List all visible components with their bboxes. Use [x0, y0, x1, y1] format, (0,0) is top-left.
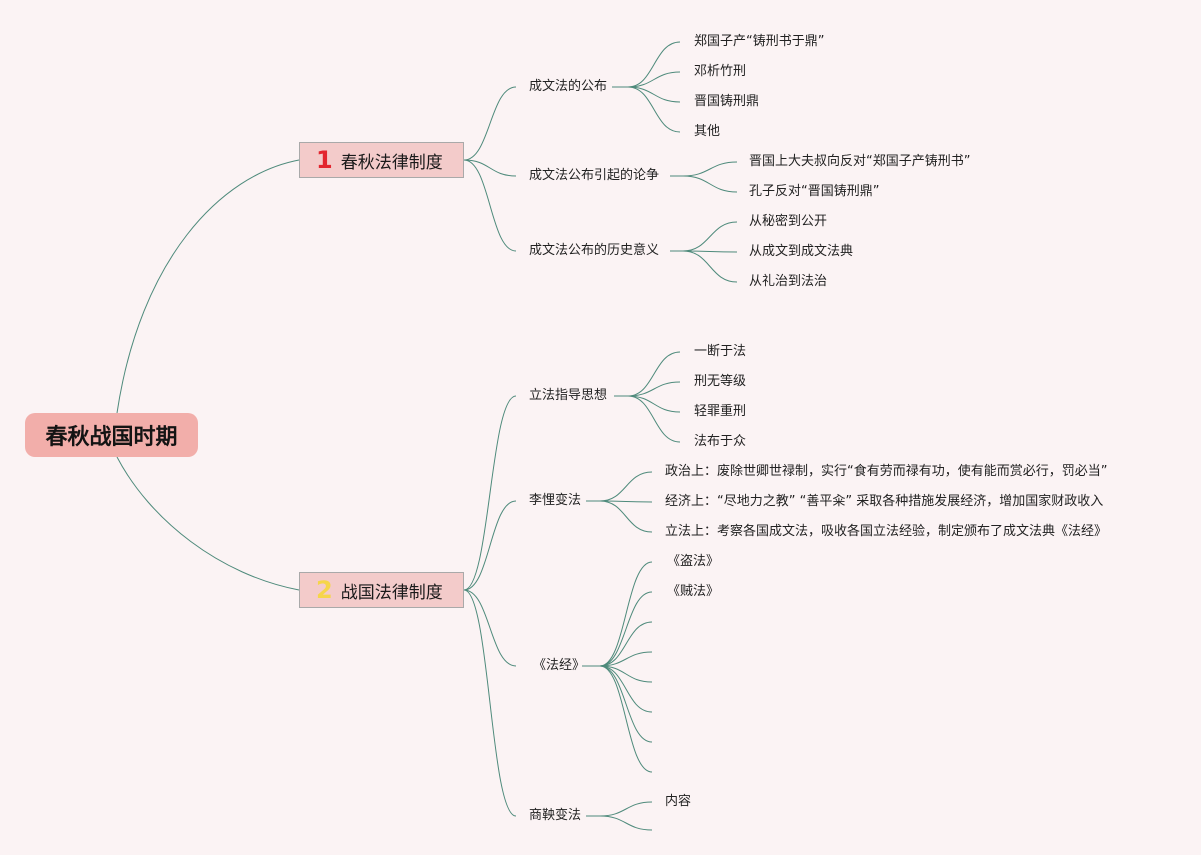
connector-line: [599, 815, 653, 831]
branch-topic-1[interactable]: 1 春秋法律制度: [299, 142, 464, 178]
subtopic[interactable]: 立法指导思想: [529, 388, 608, 403]
connector-line: [599, 665, 653, 683]
subtopic[interactable]: 《法经》: [533, 658, 586, 673]
subtopic[interactable]: 成文法公布引起的论争: [529, 168, 660, 183]
connector-line: [682, 250, 738, 283]
leaf-topic[interactable]: 晋国上大夫叔向反对“郑国子产铸刑书”: [749, 154, 971, 169]
connector-line: [599, 651, 653, 667]
leaf-topic[interactable]: 刑无等级: [694, 374, 747, 389]
leaf-topic[interactable]: 轻罪重刑: [694, 404, 747, 419]
connector-line: [627, 351, 681, 397]
leaf-topic[interactable]: 法布于众: [694, 434, 747, 449]
subtopic[interactable]: 成文法公布的历史意义: [529, 243, 660, 258]
connector-line: [627, 395, 681, 443]
connector-line: [599, 500, 653, 503]
root-topic[interactable]: 春秋战国时期: [25, 413, 198, 457]
leaf-topic[interactable]: 一断于法: [694, 344, 747, 359]
leaf-topic[interactable]: 孔子反对“晋国铸刑鼎”: [749, 184, 880, 199]
branch-label: 春秋法律制度: [340, 152, 443, 173]
connector-line: [463, 395, 517, 591]
connector-line: [463, 86, 517, 161]
connector-line: [116, 456, 300, 591]
connector-line: [463, 159, 517, 252]
connector-line: [627, 86, 681, 133]
leaf-topic[interactable]: 《盗法》: [667, 554, 720, 569]
subtopic[interactable]: 成文法的公布: [529, 79, 608, 94]
connector-line: [682, 250, 738, 253]
leaf-topic[interactable]: 《贼法》: [667, 584, 720, 599]
connector-line: [599, 471, 653, 502]
connector-line: [627, 381, 681, 397]
connector-line: [682, 175, 738, 193]
connector-line: [682, 221, 738, 252]
connector-line: [116, 159, 300, 414]
connector-line: [463, 500, 517, 591]
leaf-topic[interactable]: 内容: [665, 794, 692, 809]
connector-line: [599, 665, 653, 773]
connector-line: [599, 591, 653, 667]
connector-line: [599, 561, 653, 667]
leaf-topic[interactable]: 政治上：废除世卿世禄制，实行“食有劳而禄有功，使有能而赏必行，罚必当”: [665, 464, 1108, 479]
leaf-topic[interactable]: 经济上：“尽地力之教” “善平籴” 采取各种措施发展经济，增加国家财政收入: [665, 494, 1104, 509]
branch-topic-2[interactable]: 2 战国法律制度: [299, 572, 464, 608]
number-1-icon: 1: [316, 146, 333, 174]
subtopic[interactable]: 李悝变法: [529, 493, 582, 508]
connector-line: [599, 665, 653, 743]
connector-line: [599, 801, 653, 817]
connector-line: [599, 621, 653, 667]
connector-line: [627, 86, 681, 103]
subtopic[interactable]: 商鞅变法: [529, 808, 582, 823]
leaf-topic[interactable]: 立法上：考察各国成文法，吸收各国立法经验，制定颁布了成文法典《法经》: [665, 524, 1108, 539]
leaf-topic[interactable]: 从秘密到公开: [749, 214, 828, 229]
connector-line: [627, 71, 681, 88]
connector-line: [627, 395, 681, 413]
leaf-topic[interactable]: 其他: [694, 124, 721, 139]
leaf-topic[interactable]: 邓析竹刑: [694, 64, 747, 79]
leaf-topic[interactable]: 晋国铸刑鼎: [694, 94, 760, 109]
connector-line: [463, 159, 517, 177]
leaf-topic[interactable]: 郑国子产“铸刑书于鼎”: [694, 34, 825, 49]
connector-line: [463, 589, 517, 667]
branch-label: 战国法律制度: [340, 582, 443, 603]
connector-line: [682, 161, 738, 177]
connector-line: [627, 41, 681, 88]
number-2-icon: 2: [316, 576, 333, 604]
leaf-topic[interactable]: 从礼治到法治: [749, 274, 828, 289]
connector-line: [599, 665, 653, 713]
connector-line: [463, 589, 517, 817]
connector-line: [599, 500, 653, 533]
leaf-topic[interactable]: 从成文到成文法典: [749, 244, 854, 259]
